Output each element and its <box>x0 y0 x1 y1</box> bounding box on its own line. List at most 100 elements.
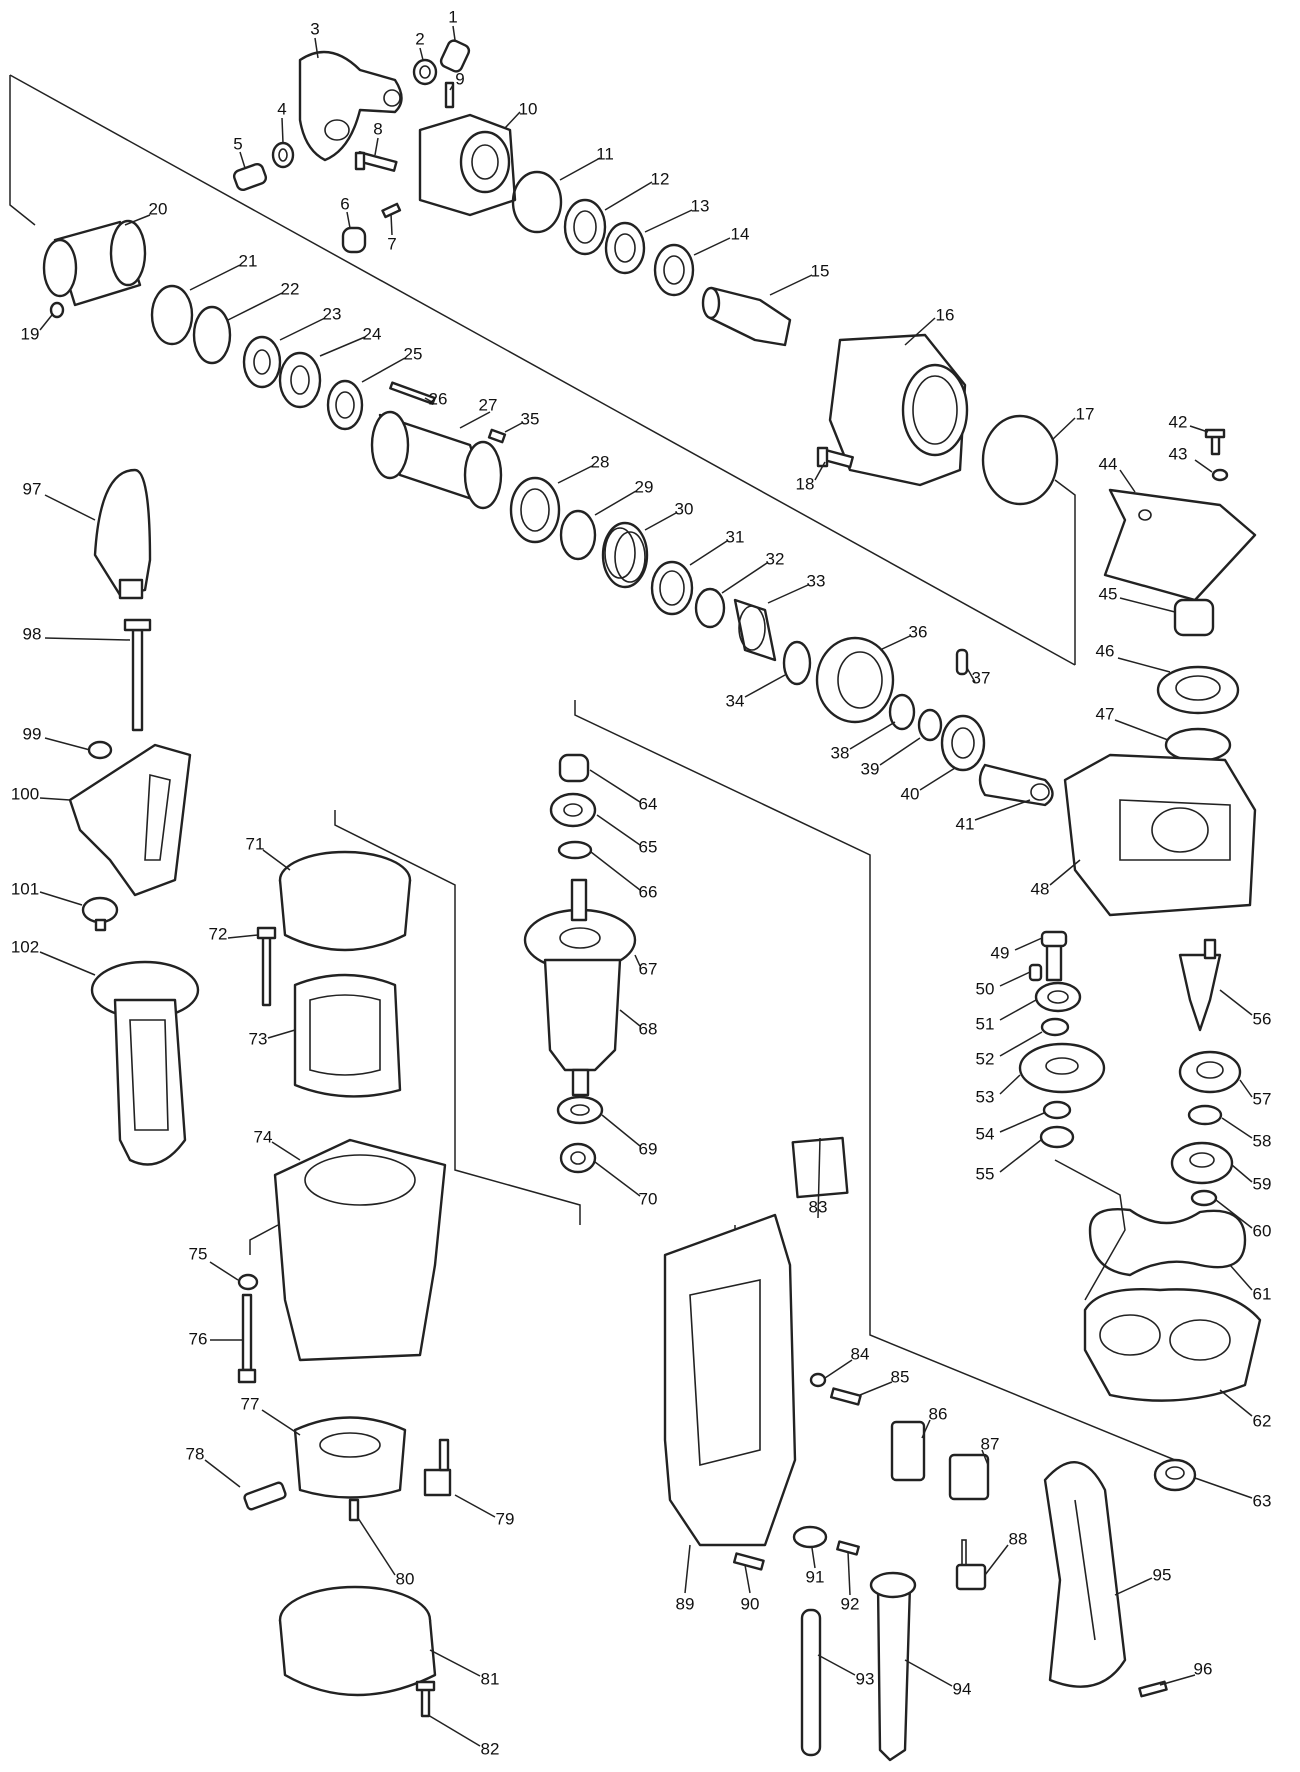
part-50-pin <box>1028 963 1043 982</box>
callout-number-3: 3 <box>310 19 319 38</box>
part-60-washer <box>1190 1189 1218 1207</box>
part-93-cord <box>800 1608 822 1757</box>
leader-line-41 <box>974 799 1031 821</box>
leader-line-101 <box>39 891 83 906</box>
leader-line-91 <box>811 1547 816 1569</box>
callout-number-80: 80 <box>396 1569 415 1588</box>
callout-number-5: 5 <box>233 134 242 153</box>
leader-line-30 <box>644 512 677 531</box>
callout-number-30: 30 <box>675 499 694 518</box>
leader-line-74 <box>271 1141 301 1161</box>
callout-number-93: 93 <box>856 1669 875 1688</box>
part-92-screw <box>836 1540 860 1556</box>
leader-line-40 <box>919 767 956 791</box>
part-13-washer <box>604 221 646 275</box>
leader-line-15 <box>769 274 813 296</box>
callout-number-72: 72 <box>209 924 228 943</box>
leader-line-36 <box>879 635 911 651</box>
leader-line-80 <box>357 1517 396 1576</box>
leader-line-53 <box>999 1074 1021 1095</box>
callout-number-60: 60 <box>1253 1221 1272 1240</box>
leader-line-5 <box>239 151 246 169</box>
leader-line-87 <box>981 1449 989 1466</box>
callout-number-77: 77 <box>241 1394 260 1413</box>
part-5-sleeve <box>232 162 268 192</box>
part-74-motor-housing <box>273 1138 447 1362</box>
part-35-key <box>487 428 507 444</box>
callout-number-101: 101 <box>11 879 39 898</box>
leader-line-100 <box>39 797 71 801</box>
leader-line-45 <box>1119 597 1176 613</box>
callout-number-62: 62 <box>1253 1411 1272 1430</box>
callout-number-54: 54 <box>976 1124 995 1143</box>
callout-number-97: 97 <box>23 479 42 498</box>
part-101-wing-nut <box>81 896 119 932</box>
leader-line-81 <box>429 1649 481 1677</box>
callout-number-10: 10 <box>519 99 538 118</box>
part-38-ring <box>888 693 916 731</box>
part-54-ring <box>1042 1100 1072 1120</box>
motor-group <box>237 850 452 1718</box>
part-84-washer <box>809 1372 827 1388</box>
callout-number-100: 100 <box>11 784 39 803</box>
callout-number-88: 88 <box>1009 1529 1028 1548</box>
callout-number-91: 91 <box>806 1567 825 1586</box>
part-62-gear-cover <box>1083 1288 1262 1402</box>
callout-number-1: 1 <box>448 7 457 26</box>
callout-number-8: 8 <box>373 119 382 138</box>
part-45-cap <box>1173 598 1215 637</box>
callout-number-78: 78 <box>186 1444 205 1463</box>
callout-number-14: 14 <box>731 224 750 243</box>
part-10-housing <box>418 113 517 217</box>
part-37-pin <box>955 648 969 676</box>
callout-number-48: 48 <box>1031 879 1050 898</box>
leader-line-17 <box>1051 417 1076 441</box>
callout-number-64: 64 <box>639 794 658 813</box>
callout-number-55: 55 <box>976 1164 995 1183</box>
part-27-cylinder-tube <box>370 410 503 510</box>
part-75-washer <box>237 1273 259 1291</box>
callout-number-18: 18 <box>796 474 815 493</box>
armature-group <box>523 753 637 1174</box>
assembly-axis-lines <box>9 74 1176 1461</box>
leader-line-98 <box>44 637 131 641</box>
callout-number-74: 74 <box>254 1127 273 1146</box>
leader-line-62 <box>1219 1389 1253 1417</box>
leader-line-57 <box>1239 1079 1253 1098</box>
leader-line-18 <box>814 461 826 481</box>
part-83-label <box>791 1136 849 1199</box>
leader-line-73 <box>267 1029 296 1039</box>
callout-number-9: 9 <box>455 69 464 88</box>
leader-line-12 <box>604 181 653 211</box>
callout-number-42: 42 <box>1169 412 1188 431</box>
callout-number-16: 16 <box>936 305 955 324</box>
callout-number-58: 58 <box>1253 1131 1272 1150</box>
leader-line-68 <box>619 1009 641 1027</box>
part-53-gear <box>1018 1042 1106 1094</box>
part-97-band <box>93 468 152 600</box>
part-76-screw <box>237 1293 257 1384</box>
part-44-cover <box>1103 488 1257 602</box>
leader-line-11 <box>559 157 601 181</box>
part-48-gear-housing <box>1063 753 1257 917</box>
leader-line-19 <box>39 314 53 331</box>
part-81-rear-cover <box>278 1585 437 1697</box>
callout-number-75: 75 <box>189 1244 208 1263</box>
leader-line-71 <box>262 849 291 871</box>
leader-line-16 <box>904 317 936 346</box>
leader-line-94 <box>904 1659 953 1687</box>
part-56-shaft <box>1178 938 1222 1032</box>
part-1-sleeve <box>439 39 471 73</box>
callout-number-4: 4 <box>277 99 286 118</box>
callout-number-36: 36 <box>909 622 928 641</box>
part-16-barrel-housing <box>828 333 969 487</box>
leader-line-67 <box>634 954 641 967</box>
callout-number-94: 94 <box>953 1679 972 1698</box>
part-89-handle-housing <box>663 1213 797 1547</box>
part-87-switch-lever <box>948 1453 990 1501</box>
leader-line-6 <box>346 211 351 229</box>
part-41-crank <box>978 763 1054 807</box>
callout-number-63: 63 <box>1253 1491 1272 1510</box>
callout-number-70: 70 <box>639 1189 658 1208</box>
